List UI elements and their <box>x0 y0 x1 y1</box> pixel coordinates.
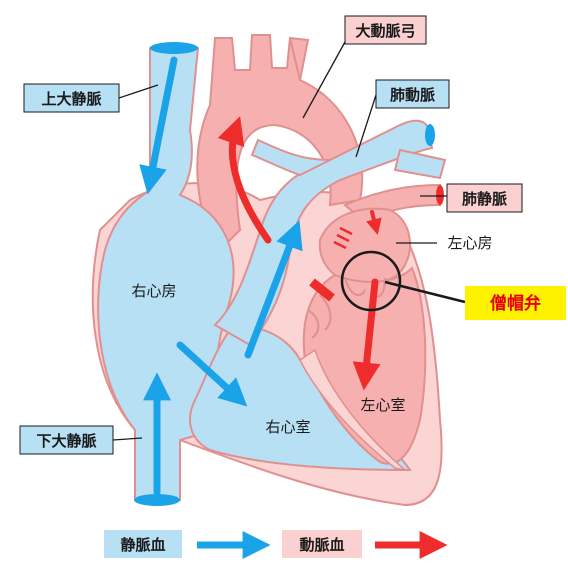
label-right-atrium: 右心房 <box>131 282 176 300</box>
label-ivc: 下大静脈 <box>19 425 114 455</box>
label-svc-text: 上大静脈 <box>41 90 101 108</box>
label-right-ventricle: 右心室 <box>265 418 310 436</box>
ra-to-rv-flow-arrow <box>176 341 248 407</box>
mitral-valve-pointer <box>384 280 466 304</box>
legend: 静脈血 動脈血 <box>104 530 448 559</box>
svc-flow-arrow <box>139 56 178 195</box>
legend-arterial: 動脈血 <box>282 530 448 559</box>
label-ivc-text: 下大静脈 <box>36 432 96 450</box>
label-pulmonary-vein-text: 肺静脈 <box>462 190 507 208</box>
label-left-ventricle: 左心室 <box>360 396 405 414</box>
arterial-flow-arrows <box>217 116 382 391</box>
leader-lines <box>112 41 447 441</box>
label-pulmonary-artery-text: 肺動脈 <box>390 86 435 104</box>
label-mitral-valve-text: 僧帽弁 <box>490 293 541 314</box>
aortic-outflow-arrow <box>309 278 335 302</box>
mitral-valve-highlight-circle <box>340 250 402 312</box>
label-left-atrium: 左心房 <box>447 234 492 252</box>
venous-flow-arrows <box>139 56 303 496</box>
label-svc: 上大静脈 <box>23 83 120 113</box>
rv-to-pa-flow-arrow <box>244 220 303 359</box>
legend-venous: 静脈血 <box>104 530 271 559</box>
la-to-lv-flow-arrow <box>352 278 381 391</box>
label-pulmonary-artery: 肺動脈 <box>375 79 450 109</box>
label-pulmonary-vein: 肺静脈 <box>446 183 523 213</box>
interventricular-septum <box>299 348 408 472</box>
label-aortic-arch: 大動脈弓 <box>344 15 427 45</box>
label-mitral-valve: 僧帽弁 <box>465 286 566 320</box>
legend-venous-label: 静脈血 <box>120 536 165 554</box>
label-aortic-arch-text: 大動脈弓 <box>355 22 415 40</box>
lv-to-aorta-flow-arrow <box>217 116 272 244</box>
la-inflow-dashes <box>333 226 353 250</box>
pv-to-la-flow-arrow <box>366 210 382 235</box>
legend-arterial-label: 動脈血 <box>299 536 344 554</box>
